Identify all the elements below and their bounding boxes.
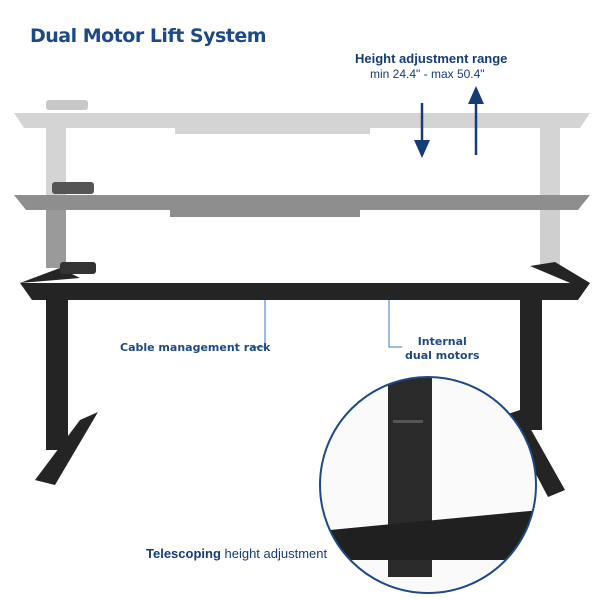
height-arrows <box>414 86 484 158</box>
dual-motors-line2: dual motors <box>405 349 480 362</box>
desk-frame-max-height <box>14 100 590 198</box>
telescoping-label: Telescoping height adjustment <box>146 546 327 561</box>
telescoping-rest: height adjustment <box>220 546 328 561</box>
telescoping-bold: Telescoping <box>146 546 221 561</box>
desk-frame-mid-height <box>14 182 590 268</box>
callout-lines <box>252 300 402 348</box>
telescoping-detail-inset <box>319 376 537 594</box>
page-title: Dual Motor Lift System <box>30 25 267 47</box>
dual-motors-label: Internal dual motors <box>405 335 480 363</box>
cable-management-label: Cable management rack <box>120 341 271 354</box>
height-range-value: min 24.4" - max 50.4" <box>370 67 485 81</box>
height-range-title: Height adjustment range <box>355 51 508 66</box>
dual-motors-line1: Internal <box>417 335 467 348</box>
